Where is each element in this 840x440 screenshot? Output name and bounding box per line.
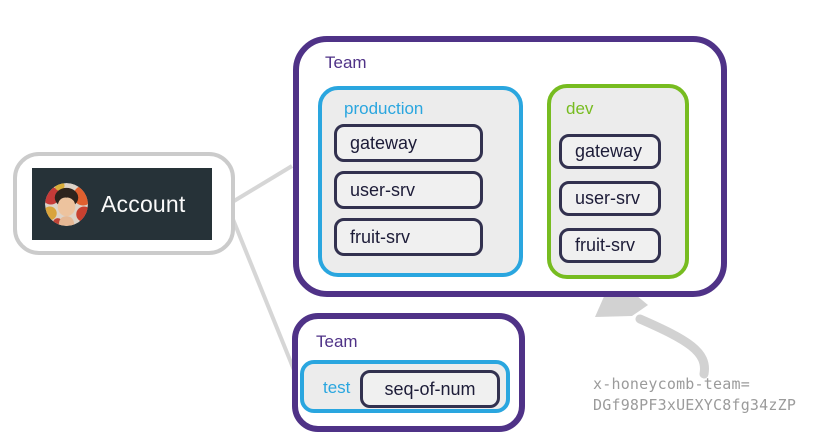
- connector-account-to-team-bottom: [228, 211, 296, 371]
- service-label: fruit-srv: [575, 235, 635, 255]
- account-label: Account: [101, 190, 186, 217]
- environment-test: test seq-of-num: [300, 360, 510, 413]
- team-container-top: Team production gateway user-srv fruit-s…: [293, 36, 727, 297]
- service-label: gateway: [350, 132, 418, 153]
- service-box-fruit-srv: fruit-srv: [334, 218, 483, 256]
- environment-production-label: production: [344, 99, 424, 118]
- service-box-user-srv: user-srv: [334, 171, 483, 209]
- environment-test-label: test: [323, 378, 351, 397]
- user-avatar-icon: [45, 182, 88, 226]
- service-label: user-srv: [350, 179, 416, 200]
- environment-dev-label: dev: [566, 99, 594, 118]
- service-box-gateway: gateway: [334, 124, 483, 162]
- environment-dev: dev gateway user-srv fruit-srv: [547, 84, 689, 279]
- annotation-arrow-shaft: [635, 314, 709, 379]
- service-box-gateway: gateway: [559, 134, 661, 169]
- service-label: seq-of-num: [384, 378, 476, 399]
- annotation-text: x-honeycomb-team= DGf98PF3xUEXYC8fg34zZP: [593, 374, 796, 416]
- service-label: gateway: [575, 141, 643, 161]
- annotation-line-2: DGf98PF3xUEXYC8fg34zZP: [593, 396, 797, 414]
- team-container-bottom: Team test seq-of-num: [292, 313, 525, 432]
- connector-account-to-team-top: [232, 164, 294, 203]
- service-label: fruit-srv: [350, 226, 410, 247]
- environment-production: production gateway user-srv fruit-srv: [318, 86, 523, 277]
- service-label: user-srv: [575, 188, 641, 208]
- annotation-line-1: x-honeycomb-team=: [593, 375, 750, 393]
- service-box-seq-of-num: seq-of-num: [360, 370, 500, 408]
- account-node: Account: [32, 168, 212, 240]
- team-top-label: Team: [325, 53, 367, 72]
- service-box-user-srv: user-srv: [559, 181, 661, 216]
- service-box-fruit-srv: fruit-srv: [559, 228, 661, 263]
- team-bottom-label: Team: [316, 332, 358, 351]
